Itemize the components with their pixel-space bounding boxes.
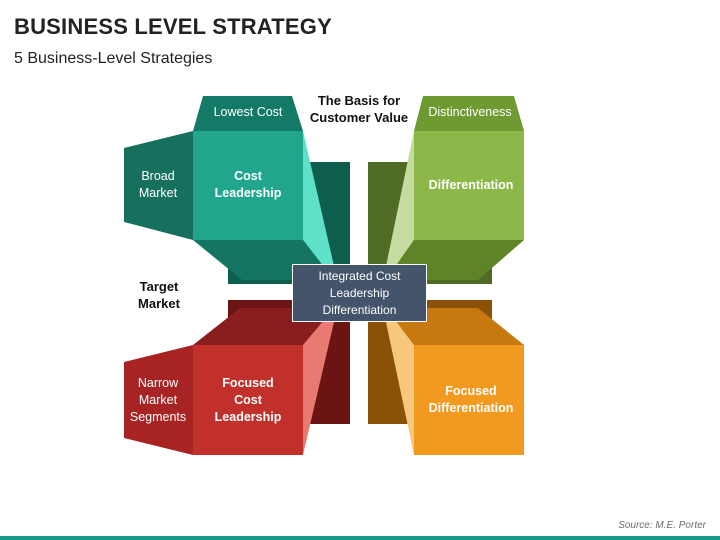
basis-for-customer-value-label: The Basis for Customer Value	[309, 93, 409, 125]
focused-cost-leadership-label: Focused Cost Leadership	[214, 375, 282, 424]
slide-title: BUSINESS LEVEL STRATEGY	[14, 14, 332, 39]
differentiation-front	[414, 131, 524, 240]
side-tab-broad-market-label: Broad Market	[138, 169, 178, 200]
cost-leadership-label: Cost Leadership	[214, 169, 282, 200]
integrated-strategy-box: Integrated Cost Leadership Differentiati…	[292, 264, 427, 322]
cost-leadership-light-face	[303, 131, 334, 280]
side-tab-narrow-market	[124, 345, 193, 455]
top-tab-lowest-cost-label: Lowest Cost	[213, 104, 283, 119]
focused-diff-front	[414, 345, 524, 455]
source-credit: Source: M.E. Porter	[618, 520, 706, 531]
side-tab-broad-market	[124, 131, 193, 240]
target-market-label: Target Market	[138, 279, 180, 311]
integrated-strategy-label: Integrated Cost Leadership Differentiati…	[318, 268, 401, 317]
side-tab-narrow-market-label: Narrow Market Segments	[129, 375, 187, 424]
differentiation-light-face	[386, 131, 414, 280]
slide-subtitle: 5 Business-Level Strategies	[14, 50, 213, 67]
top-tab-lowest-cost	[193, 96, 303, 131]
focused-diff-light-face	[386, 308, 414, 455]
focused-differentiation-label: Focused Differentiation	[428, 384, 514, 415]
focused-cost-front	[193, 345, 303, 455]
bottom-accent-bar	[0, 536, 720, 540]
focused-cost-light-face	[303, 308, 334, 455]
top-tab-distinctiveness	[414, 96, 524, 131]
differentiation-label: Differentiation	[428, 177, 514, 192]
top-tab-distinctiveness-label: Distinctiveness	[428, 104, 512, 119]
cost-leadership-front	[193, 131, 303, 240]
